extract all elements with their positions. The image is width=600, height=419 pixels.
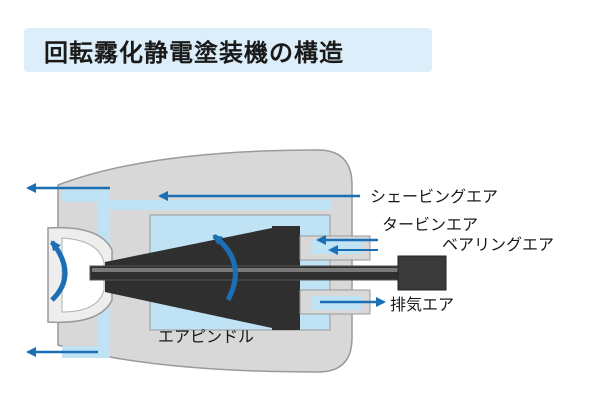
label-shaving-air: シェービングエア: [370, 187, 498, 206]
shaft-highlight: [92, 268, 398, 272]
label-air-spindle: エアピンドル: [158, 327, 254, 346]
label-bearing-air: ベアリングエア: [442, 235, 554, 254]
label-exhaust-air: 排気エア: [390, 295, 454, 314]
title-box: 回転霧化静電塗装機の構造: [24, 28, 432, 72]
bell-cup-inner: [61, 237, 105, 313]
diagram-title: 回転霧化静電塗装機の構造: [44, 38, 344, 67]
bell-rotation-arrow: [50, 240, 68, 302]
label-turbine-air: タービンエア: [382, 215, 478, 234]
spindle-rotation-arrow: [212, 234, 238, 302]
shaving-air-channel-top: [62, 190, 332, 250]
bearing-air-gap-top: [312, 240, 362, 254]
shaft-end-cap: [397, 255, 447, 291]
